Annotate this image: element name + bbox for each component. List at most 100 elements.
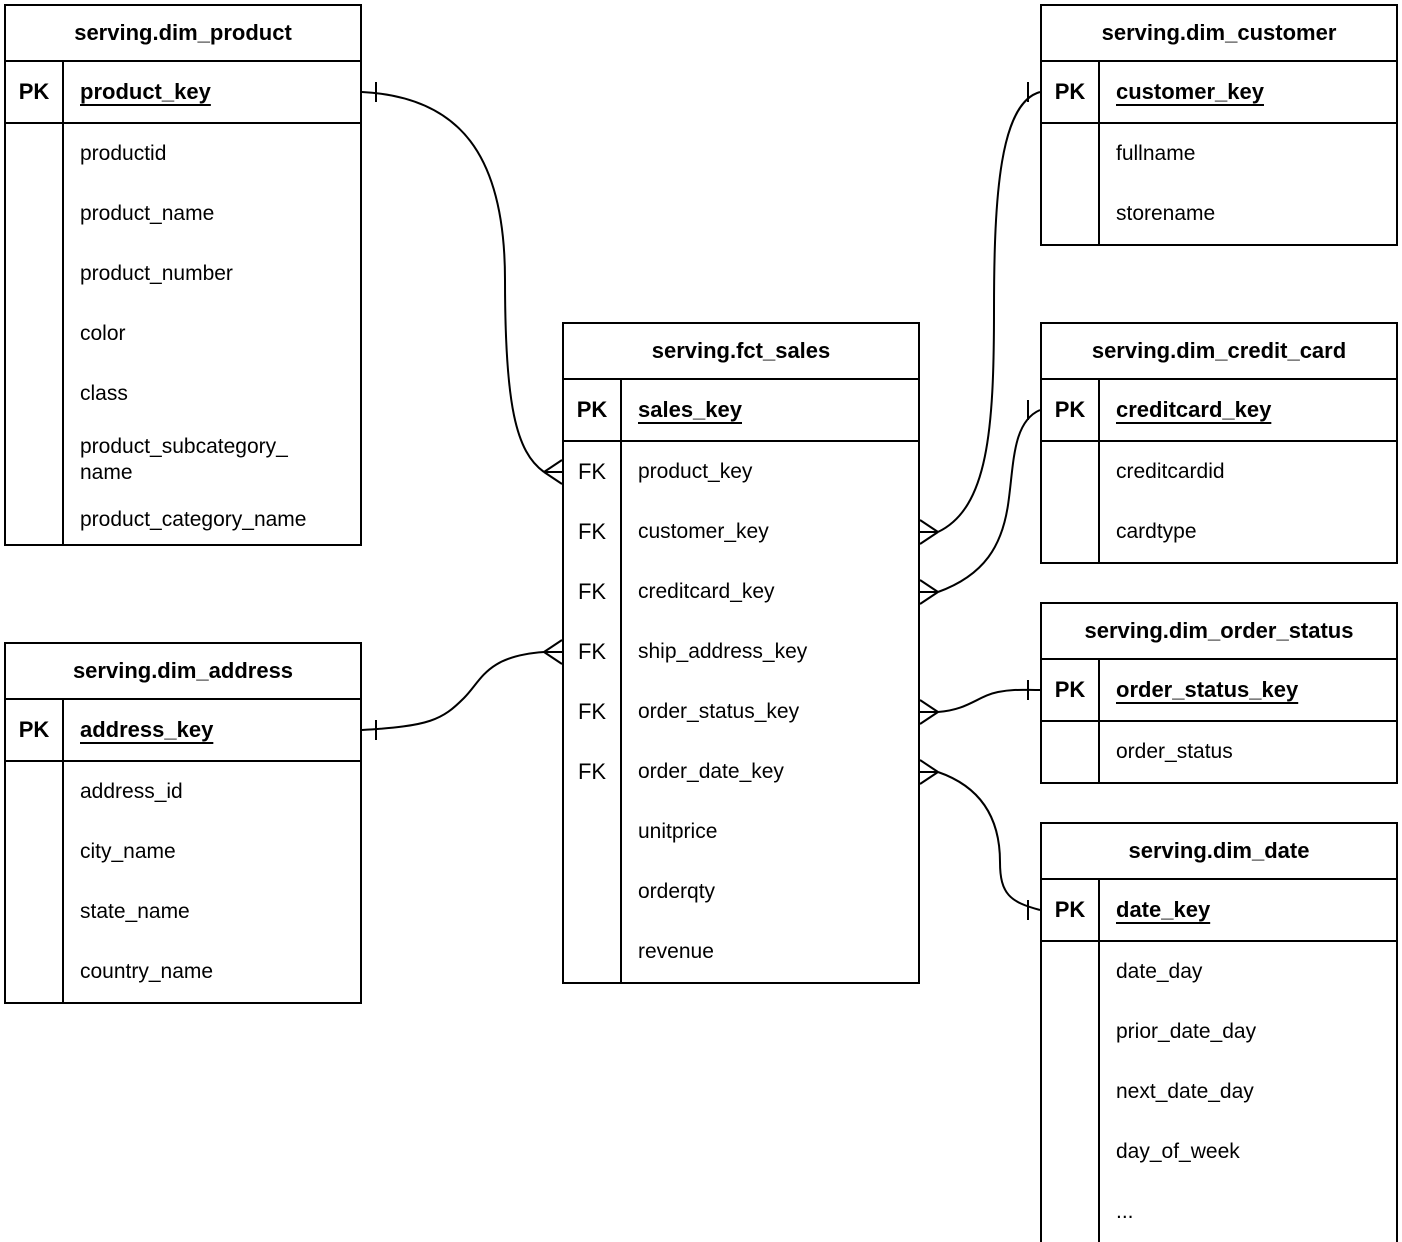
field-row: address_id [6,762,360,822]
relationship-fct_sales-dim_customer [919,82,1041,545]
field-name: color [80,322,126,345]
field-name: order_date_key [638,760,784,783]
field-row: city_name [6,822,360,882]
field-row: state_name [6,882,360,942]
field-name: prior_date_day [1116,1020,1257,1043]
pk-row: PK address_key [6,700,360,762]
field-name: state_name [80,900,190,923]
key-badge [564,862,622,922]
entity-title: serving.dim_product [6,6,360,62]
field-row: order_status [1042,722,1396,782]
pk-row: PK order_status_key [1042,660,1396,722]
key-badge [1042,1062,1100,1122]
key-badge [1042,1182,1100,1242]
entity-dim_date: serving.dim_date PK date_key date_day pr… [1040,822,1398,1242]
field-name: order_status [1116,740,1233,763]
field-name: product_key [638,460,753,483]
crow-foot-icon [919,759,939,785]
pk-field: date_key [1116,897,1211,922]
field-row: day_of_week [1042,1122,1396,1182]
field-row: product_number [6,244,360,304]
field-row: creditcardid [1042,442,1396,502]
relationship-fct_sales-dim_address [361,639,563,740]
field-row: FK customer_key [564,502,918,562]
field-row: product_category_name [6,496,360,544]
pk-badge: PK [564,380,622,440]
pk-field: customer_key [1116,79,1264,104]
field-name: city_name [80,840,176,863]
entity-dim_order_status: serving.dim_order_status PK order_status… [1040,602,1398,784]
crow-foot-icon [543,639,563,665]
entity-dim_product: serving.dim_product PK product_key produ… [4,4,362,546]
field-name: creditcardid [1116,460,1225,483]
field-row: date_day [1042,942,1396,1002]
field-name: product_category_name [80,508,307,531]
crow-foot-icon [919,579,939,605]
field-row: revenue [564,922,918,982]
field-name: product_name [80,202,215,225]
key-badge [1042,1002,1100,1062]
field-name: cardtype [1116,520,1197,543]
field-row: orderqty [564,862,918,922]
field-row: storename [1042,184,1396,244]
field-name: date_day [1116,960,1203,983]
field-name: revenue [638,940,714,963]
field-name: fullname [1116,142,1196,165]
key-badge [6,184,64,244]
key-badge [1042,502,1100,562]
field-row: FK order_status_key [564,682,918,742]
key-badge [6,124,64,184]
field-row: productid [6,124,360,184]
field-row: unitprice [564,802,918,862]
field-row: cardtype [1042,502,1396,562]
key-badge [6,364,64,424]
crow-foot-icon [543,459,563,485]
field-name: next_date_day [1116,1080,1254,1103]
entity-title: serving.dim_address [6,644,360,700]
relationship-fct_sales-dim_product [361,82,563,485]
field-row: fullname [1042,124,1396,184]
field-name: address_id [80,780,183,803]
key-badge [6,762,64,822]
pk-field: product_key [80,79,211,104]
key-badge [1042,1122,1100,1182]
field-name: country_name [80,960,214,983]
pk-badge: PK [6,62,64,122]
key-badge [6,882,64,942]
key-badge [564,802,622,862]
fk-badge: FK [564,682,622,742]
entity-title: serving.dim_credit_card [1042,324,1396,380]
pk-badge: PK [1042,62,1100,122]
entity-title: serving.dim_date [1042,824,1396,880]
field-name: creditcard_key [638,580,775,603]
relationship-fct_sales-dim_order_status [919,680,1041,725]
pk-row: PK customer_key [1042,62,1396,124]
field-name: ... [1116,1200,1134,1223]
field-row: country_name [6,942,360,1002]
field-row: color [6,304,360,364]
entity-dim_customer: serving.dim_customer PK customer_key ful… [1040,4,1398,246]
relationship-fct_sales-dim_credit_card [919,400,1041,605]
crow-foot-icon [919,699,939,725]
field-row: ... [1042,1182,1396,1242]
pk-row: PK creditcard_key [1042,380,1396,442]
fk-badge: FK [564,442,622,502]
entity-title: serving.dim_customer [1042,6,1396,62]
field-row: FK order_date_key [564,742,918,802]
relationship-fct_sales-dim_date [919,759,1041,920]
field-name: unitprice [638,820,718,843]
key-badge [1042,124,1100,184]
entity-title: serving.fct_sales [564,324,918,380]
field-row: prior_date_day [1042,1002,1396,1062]
field-row: class [6,364,360,424]
key-badge [6,942,64,1002]
key-badge [1042,442,1100,502]
key-badge [1042,942,1100,1002]
fk-badge: FK [564,562,622,622]
pk-field: sales_key [638,397,742,422]
field-name: customer_key [638,520,769,543]
key-badge [6,822,64,882]
key-badge [6,304,64,364]
fk-badge: FK [564,502,622,562]
